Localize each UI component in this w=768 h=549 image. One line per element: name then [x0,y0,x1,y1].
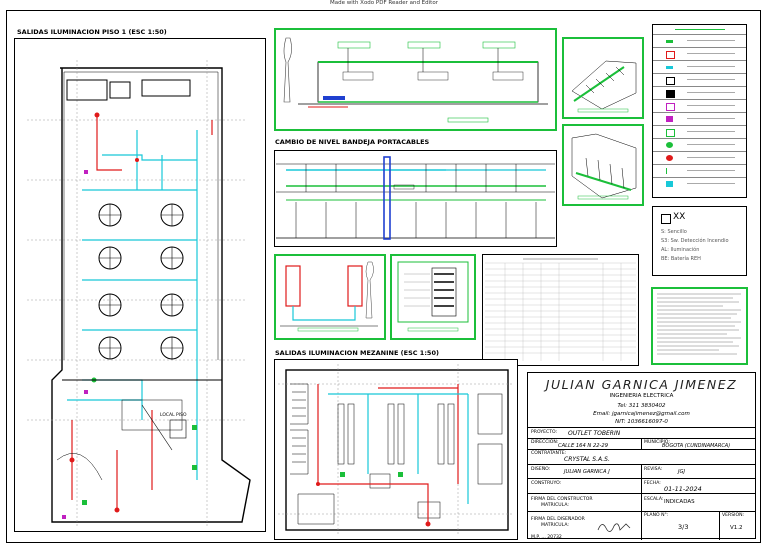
designer-name: JULIAN GARNICA JIMENEZ [545,377,738,392]
firma-disenador-label: FIRMA DEL DISEÑADOR [531,517,585,522]
contratante-label: CONTRATANTE: [531,451,567,456]
plano-label: PLANO N°: [644,513,669,518]
fecha-value: 01-11-2024 [664,485,702,493]
title-block: JULIAN GARNICA JIMENEZ INGENIERIA ELECTR… [527,372,756,540]
symbol-key-line-1: S: Sencillo [661,229,687,235]
floor1-panel [14,38,266,532]
matricula-1-label: MATRICULA: [541,503,569,508]
floor1-title: SALIDAS ILUMINACION PISO 1 (ESC 1:50) [17,28,167,36]
escala-label: ESCALA: [644,497,664,502]
designer-nit: NIT: 1036616097-0 [615,419,668,425]
tb-row-firma-constructor: FIRMA DEL CONSTRUCTOR MATRICULA: ESCALA:… [528,493,755,511]
load-schedule-table [482,254,639,366]
municipio-value: BOGOTA (CUNDINAMARCA) [662,443,731,449]
perspective-detail-1 [562,37,644,119]
xodo-watermark: Made with Xodo PDF Reader and Editor [330,0,438,6]
tray-title: CAMBIO DE NIVEL BANDEJA PORTACABLES [275,138,430,146]
section-detail-drawing [397,261,469,332]
sheet-frame [6,10,761,543]
version-value: V1.2 [730,525,743,531]
legend-table [652,24,747,198]
symbol-key-line-3: AL: Iluminación [661,247,700,253]
designer-phone: Tel: 311 3830402 [617,403,666,409]
proyecto-value: OUTLET TOBERIN [568,430,621,437]
direccion-value: CALLE 164 N 22-29 [558,443,609,449]
mezzanine-panel [274,359,518,540]
symbol-key-box-icon [661,214,671,224]
plano-value: 3/3 [678,523,689,531]
designer-email: Email: jgarnicajimenez@gmail.com [593,411,690,417]
revisa-label: REVISA: [644,467,663,472]
tray-panel [274,150,557,247]
perspective-detail-2 [562,124,644,206]
construyo-label: CONSTRUYO: [531,481,562,486]
perspective-drawing-1 [571,60,637,113]
escala-value: INDICADAS [664,499,695,505]
firma-constructor-label: FIRMA DEL CONSTRUCTOR [531,497,593,502]
perspective-drawing-2 [571,133,637,200]
mezzanine-plan-drawing [278,364,514,536]
proyecto-label: PROYECTO: [531,430,558,435]
designer-profession: INGENIERIA ELECTRICA [609,393,674,399]
diseno-value: JULIAN GARNICA J [564,469,610,475]
section-detail-panel [390,254,476,340]
designer-signature [597,523,631,532]
symbol-key: XX S: Sencillo S3: Sw. Detección Incendi… [652,206,747,276]
symbol-key-line-4: BE: Batería REH [661,256,701,262]
revisa-value: JGJ [678,469,686,475]
symbol-key-code: XX [673,212,686,222]
mezzanine-title: SALIDAS ILUMINACION MEZANINE (ESC 1:50) [275,349,439,357]
notes-box [651,287,748,365]
tb-row-contratante: CONTRATANTE: CRYSTAL S.A.S. [528,449,755,464]
riser-detail-drawing [280,261,378,332]
municipio-label: MUNICIPIO: [644,440,670,445]
fecha-label: FECHA: [644,481,661,486]
direccion-label: DIRECCION: [531,440,559,445]
diseno-label: DISEÑO: [531,467,551,472]
tb-row-construyo: CONSTRUYO: FECHA: 01-11-2024 [528,478,755,493]
matricula-2-label: MATRICULA: [541,523,569,528]
elevation-detail-panel [274,28,557,131]
symbol-key-line-2: S3: Sw. Detección Incendio [661,238,729,244]
floor1-plan-drawing [27,60,251,528]
contratante-value: CRYSTAL S.A.S. [564,456,610,463]
version-label: VERSION: [722,513,745,518]
tray-drawing [276,156,555,240]
matricula-number: M.P. ... 20732 [531,535,562,540]
elevation-detail-drawing [283,37,548,123]
floor1-room-label: LOCAL PISO [160,413,187,418]
tb-row-proyecto: PROYECTO: OUTLET TOBERIN [528,427,755,438]
